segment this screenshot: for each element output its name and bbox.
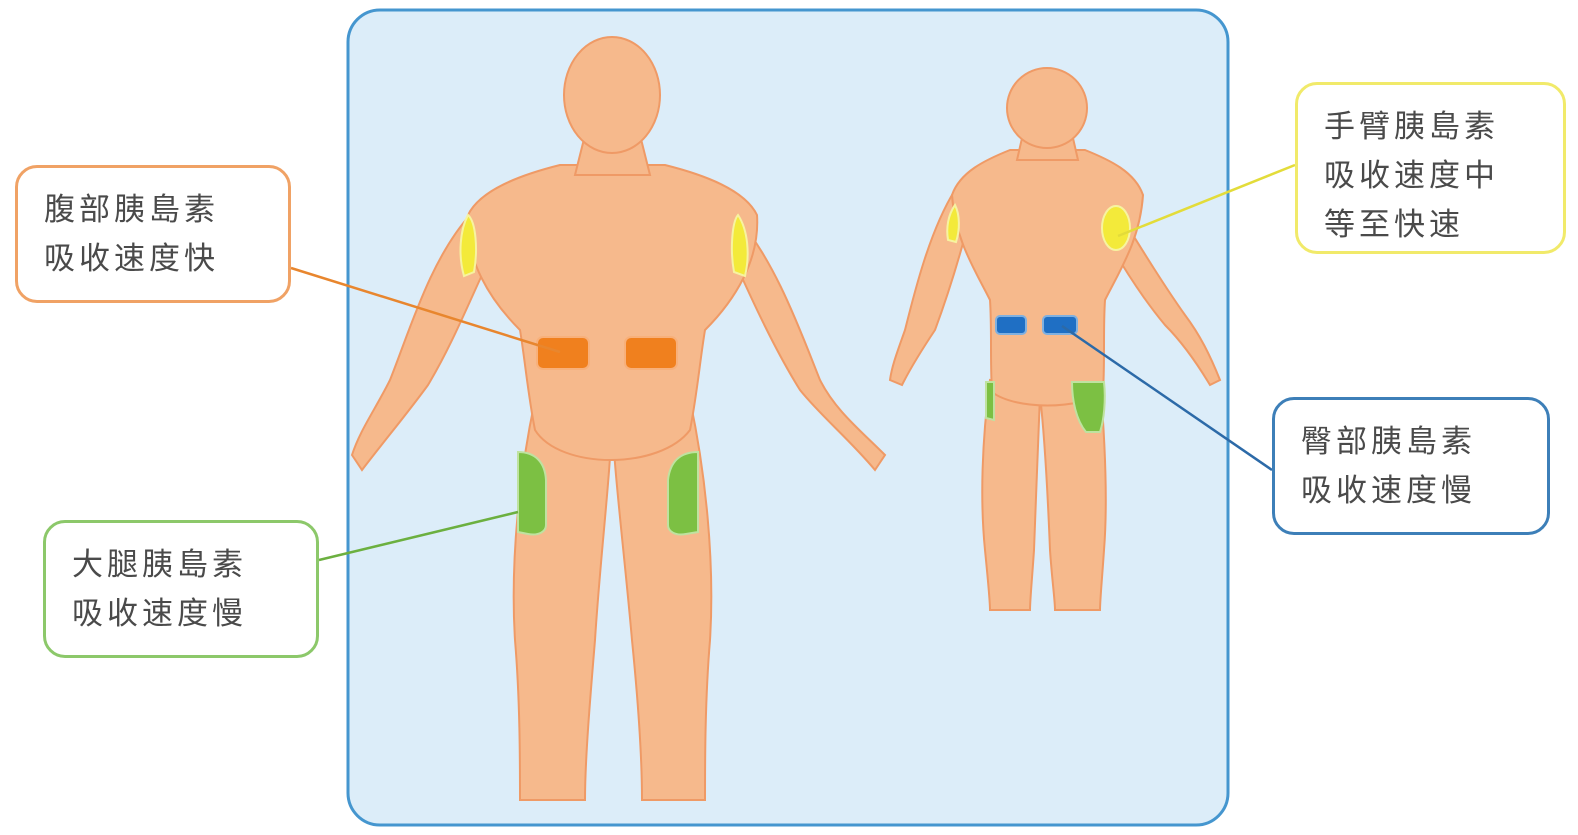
back-thigh-zone-left [986,382,994,420]
thigh-callout-line2: 吸收速度慢 [72,590,290,639]
thigh-callout-line1: 大腿胰島素 [72,541,290,590]
abdomen-callout-line2: 吸收速度快 [44,235,262,284]
arm-callout-line2: 吸收速度中 [1324,152,1537,201]
abdomen-callout: 腹部胰島素 吸收速度快 [15,165,291,303]
front-thigh-zone-left [518,452,546,535]
front-head [564,37,660,153]
abdomen-callout-line1: 腹部胰島素 [44,186,262,235]
back-head [1007,68,1087,148]
buttock-callout: 臀部胰島素 吸收速度慢 [1272,397,1550,535]
back-arm-zone-right [1102,206,1130,250]
back-buttock-zone-left [996,316,1026,334]
arm-callout-line1: 手臂胰島素 [1324,103,1537,152]
front-abdomen-zone-right [625,337,677,369]
front-thigh-zone-right [668,452,698,535]
buttock-callout-line2: 吸收速度慢 [1301,467,1521,516]
buttock-callout-line1: 臀部胰島素 [1301,418,1521,467]
arm-callout-line3: 等至快速 [1324,201,1537,250]
thigh-callout: 大腿胰島素 吸收速度慢 [43,520,319,658]
front-abdomen-zone-left [537,337,589,369]
arm-callout: 手臂胰島素 吸收速度中 等至快速 [1295,82,1566,254]
